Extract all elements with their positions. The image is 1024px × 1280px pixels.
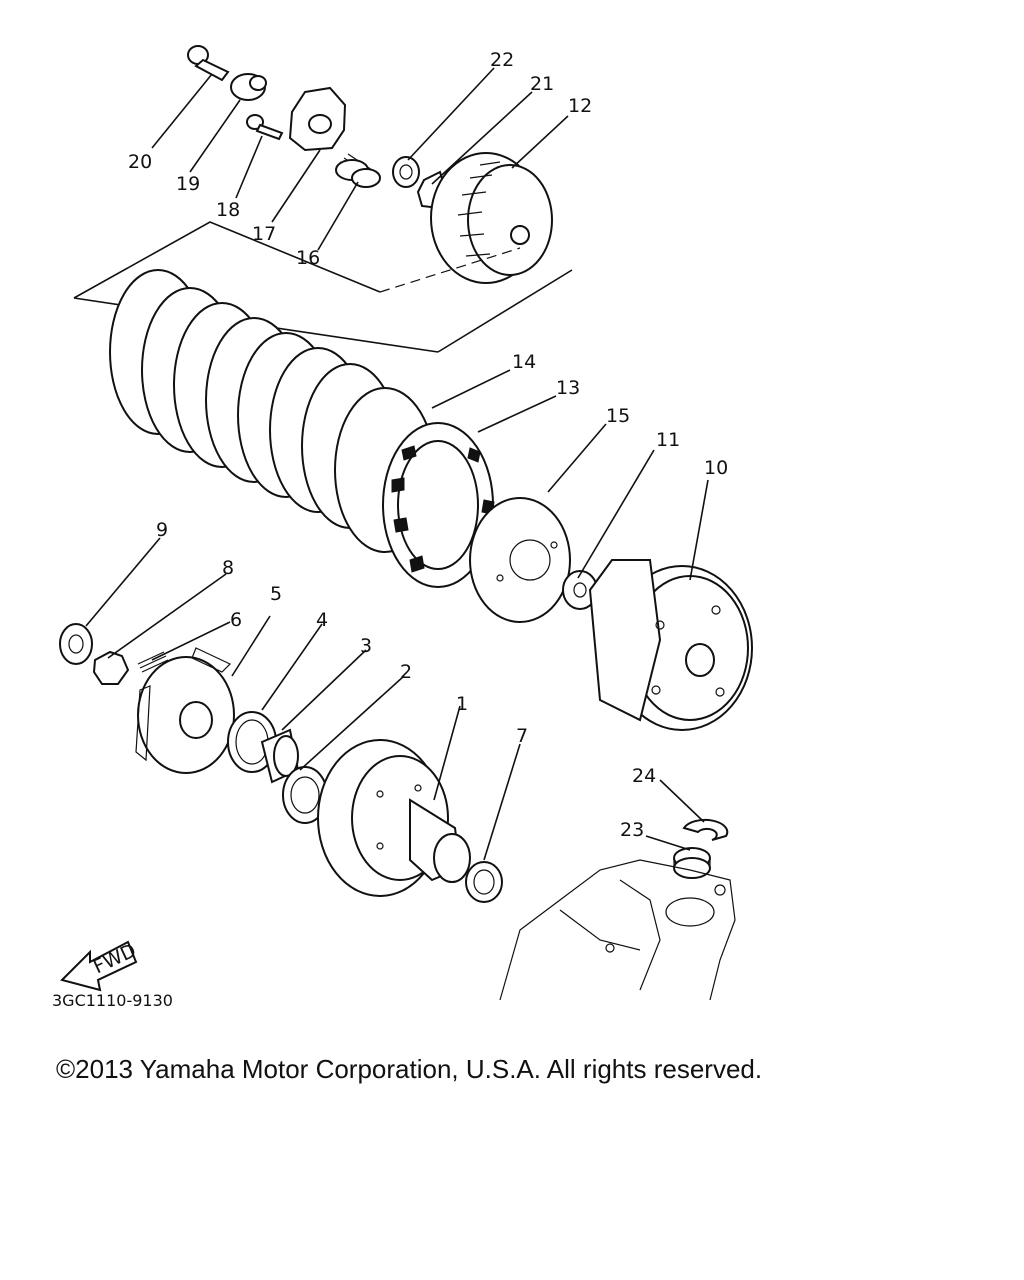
part-17-pressure-plate (288, 86, 347, 152)
callout-17: 17 (252, 223, 276, 245)
part-6-spring (137, 651, 169, 673)
callout-16: 16 (296, 247, 320, 269)
callout-24: 24 (632, 765, 656, 787)
part-4-thrust-washer (227, 711, 277, 773)
callout-2: 2 (400, 661, 412, 683)
callout-11: 11 (656, 429, 680, 451)
part-12-clutch-boss (430, 152, 553, 284)
callout-22: 22 (490, 49, 514, 71)
part-7-washer (465, 861, 503, 903)
callout-12: 12 (568, 95, 592, 117)
part-24-circlip (682, 818, 729, 841)
callout-23: 23 (620, 819, 644, 841)
callout-6: 6 (230, 609, 242, 631)
callout-13: 13 (556, 377, 580, 399)
part-5-clutch-shoe-assembly (135, 647, 235, 774)
part-19-bearing (230, 73, 267, 101)
callout-14: 14 (512, 351, 536, 373)
clutch-exploded-diagram: FWD 3GC1110-9130 1 2 3 4 5 6 7 8 9 10 (52, 45, 753, 1010)
crankcase-section (499, 859, 736, 1001)
callout-19: 19 (176, 173, 200, 195)
part-10-clutch-housing (588, 559, 753, 731)
part-1-clutch-carrier (317, 739, 471, 897)
part-18-screw (246, 114, 284, 141)
part-9-washer (59, 623, 93, 665)
callout-1: 1 (456, 693, 468, 715)
part-15-pressure-disc (469, 497, 571, 623)
callout-5: 5 (270, 583, 282, 605)
callout-21: 21 (530, 73, 554, 95)
callout-4: 4 (316, 609, 328, 631)
part-8-lock-washer (92, 650, 130, 685)
part-22-nut (392, 156, 420, 188)
callout-20: 20 (128, 151, 152, 173)
drawing-code: 3GC1110-9130 (52, 991, 173, 1010)
callout-3: 3 (360, 635, 372, 657)
callout-15: 15 (606, 405, 630, 427)
fwd-arrow-icon: FWD (60, 940, 139, 992)
part-13-friction-plate (382, 422, 495, 588)
copyright-notice: ©2013 Yamaha Motor Corporation, U.S.A. A… (56, 1054, 763, 1084)
callout-10: 10 (704, 457, 728, 479)
leader-lines (85, 67, 709, 861)
callout-18: 18 (216, 199, 240, 221)
callout-7: 7 (516, 725, 528, 747)
part-16-spring (335, 153, 381, 188)
callout-9: 9 (156, 519, 168, 541)
part-20-bolt (187, 45, 230, 82)
callout-8: 8 (222, 557, 234, 579)
